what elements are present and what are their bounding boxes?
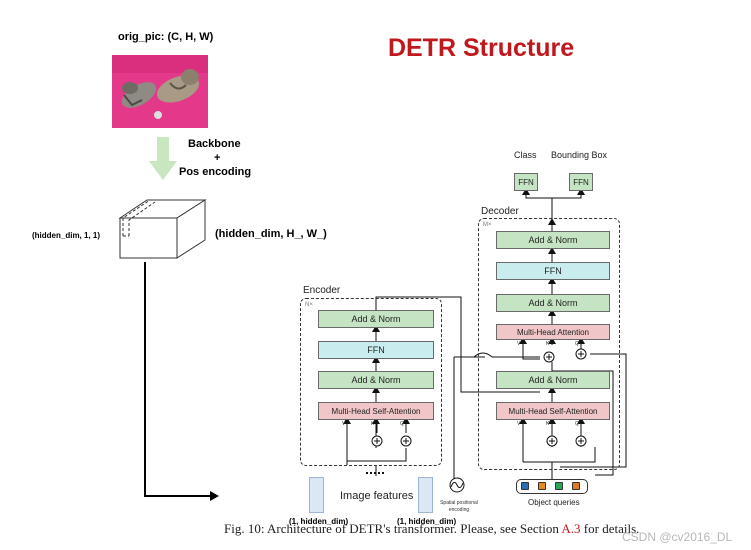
decoder-k-label: K (546, 421, 550, 427)
image-features-bar-right (418, 477, 433, 513)
query-square (538, 482, 546, 490)
decoder-v-label: V (517, 421, 521, 427)
watermark: CSDN @cv2016_DL (622, 530, 733, 544)
decoder-cross-k-label: K (546, 341, 550, 347)
caption-section-link[interactable]: A.3 (561, 521, 581, 536)
figure-caption: Fig. 10: Architecture of DETR's transfor… (224, 521, 639, 537)
encoder-add-norm-bottom: Add & Norm (318, 371, 434, 389)
class-label: Class (514, 150, 537, 160)
encoder-add-norm-top: Add & Norm (318, 310, 434, 328)
page-title: DETR Structure (388, 34, 575, 62)
decoder-add-norm-2: Add & Norm (496, 294, 610, 312)
cat-photo (112, 55, 208, 128)
flow-arrow (144, 262, 219, 501)
decoder-cross-v-label: V (517, 341, 521, 347)
decoder-mx-label: M× (483, 222, 492, 228)
decoder-q-label: Q (575, 421, 579, 427)
spatial-pe-label: Spatial positional encoding (440, 500, 478, 513)
caption-suffix: for details. (580, 521, 640, 536)
decoder-box (478, 218, 620, 470)
query-square (521, 482, 529, 490)
decoder-cross-q-label: Q (575, 341, 579, 347)
encoder-label: Encoder (303, 285, 341, 296)
hidden-dim-hw-label: (hidden_dim, H_, W_) (215, 228, 327, 240)
decoder-ffn: FFN (496, 262, 610, 280)
object-queries-label: Object queries (528, 498, 580, 507)
encoder-k-label: K (371, 421, 375, 427)
encoder-v-label: V (342, 421, 346, 427)
pos-encoding-label: Pos encoding (179, 166, 252, 178)
bbox-ffn: FFN (569, 173, 593, 191)
hidden-dim-1-1-label: (hidden_dim, 1, 1) (32, 231, 101, 240)
bounding-box-label: Bounding Box (551, 150, 608, 160)
backbone-arrow-icon (149, 137, 177, 180)
caption-prefix: Fig. 10: Architecture of DETR's transfor… (224, 521, 562, 536)
encoder-nx-label: N× (305, 302, 313, 308)
decoder-self-attention: Multi-Head Self-Attention (496, 402, 610, 420)
decoder-add-norm-1: Add & Norm (496, 231, 610, 249)
decoder-cross-attention: Multi-Head Attention (496, 324, 610, 340)
decoder-add-norm-3: Add & Norm (496, 371, 610, 389)
class-ffn: FFN (514, 173, 538, 191)
encoder-q-label: Q (400, 421, 404, 427)
encoder-self-attention: Multi-Head Self-Attention (318, 402, 434, 420)
decoder-label: Decoder (481, 206, 519, 217)
feature-map-cuboid (118, 199, 207, 259)
query-square (555, 482, 563, 490)
image-features-label: Image features (340, 490, 414, 502)
encoder-ffn: FFN (318, 341, 434, 359)
backbone-label: Backbone (188, 138, 241, 150)
hidden-dim-label-b: (1, hidden_dim) (397, 517, 457, 526)
hidden-dim-label-a: (1, hidden_dim) (289, 517, 349, 526)
image-features-bar-left (309, 477, 324, 513)
query-square (572, 482, 580, 490)
encoder-box (300, 298, 442, 466)
orig-pic-label: orig_pic: (C, H, W) (118, 31, 214, 43)
plus-label: + (214, 152, 221, 164)
object-queries-box (516, 479, 588, 494)
